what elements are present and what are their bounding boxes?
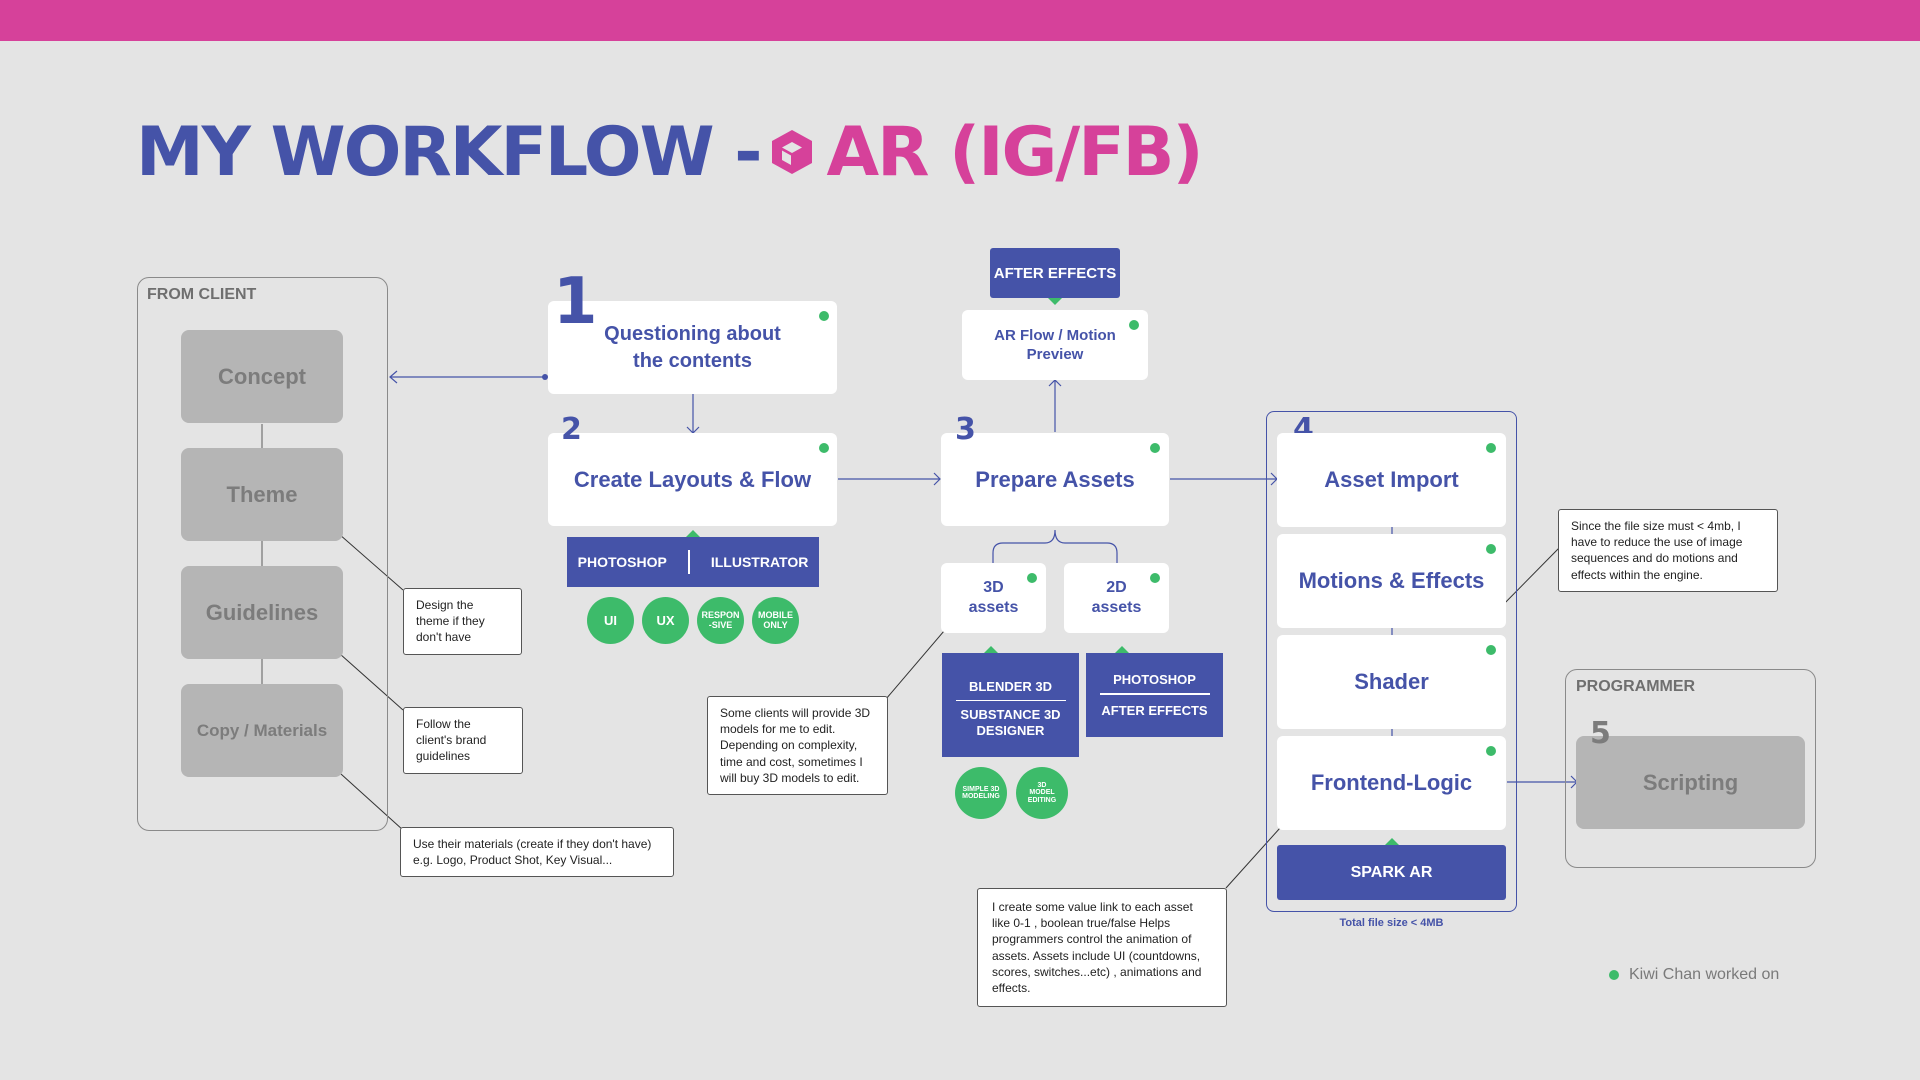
tool-substance: SUBSTANCE 3D DESIGNER xyxy=(960,707,1061,739)
connector-triangle xyxy=(686,530,700,537)
tool-photoshop: PHOTOSHOP xyxy=(1113,672,1196,688)
worked-on-dot xyxy=(1150,443,1160,453)
asset-import-label: Asset Import xyxy=(1324,467,1459,492)
note-3d-models: Some clients will provide 3D models for … xyxy=(707,696,888,795)
worked-on-dot xyxy=(1486,645,1496,655)
step5-number: 5 xyxy=(1590,716,1611,751)
ar-flow-label: AR Flow / Motion Preview xyxy=(994,326,1116,364)
note-design-theme: Design the theme if they don't have xyxy=(403,588,522,655)
ar-cube-icon xyxy=(771,130,812,174)
connector-triangle xyxy=(1115,646,1129,653)
worked-on-dot xyxy=(819,311,829,321)
shader-label: Shader xyxy=(1354,669,1429,694)
step1-card: Questioning about the contents xyxy=(548,301,837,394)
client-item-copy-materials: Copy / Materials xyxy=(181,684,343,777)
spark-ar-badge: SPARK AR xyxy=(1277,845,1506,900)
step3-number: 3 xyxy=(955,412,976,447)
note-file-size: Since the file size must < 4mb, I have t… xyxy=(1558,509,1778,592)
step2-number: 2 xyxy=(561,412,582,447)
from-client-label: FROM CLIENT xyxy=(147,286,257,303)
assets-3d-tools: BLENDER 3D SUBSTANCE 3D DESIGNER xyxy=(942,653,1079,757)
tool-divider xyxy=(688,550,690,574)
worked-on-dot xyxy=(1486,443,1496,453)
tag-mobile-only: MOBILE ONLY xyxy=(752,597,799,644)
programmer-panel xyxy=(1565,669,1816,868)
from-client-panel xyxy=(137,277,388,831)
assets-3d-label: 3D assets xyxy=(968,579,1019,616)
step4-asset-import: Asset Import xyxy=(1277,433,1506,527)
step3-label: Prepare Assets xyxy=(975,466,1135,492)
connector-triangle xyxy=(984,646,998,653)
step1-label: Questioning about the contents xyxy=(604,322,781,372)
tag-simple-3d-modeling: SIMPLE 3D MODELING xyxy=(955,767,1007,819)
note-use-materials: Use their materials (create if they don'… xyxy=(400,827,674,878)
assets-2d-label: 2D assets xyxy=(1091,579,1142,616)
worked-on-dot xyxy=(1486,544,1496,554)
page-title: MY WORKFLOW - AR (IG/FB) xyxy=(136,112,1204,192)
step4-frontend-logic: Frontend-Logic xyxy=(1277,736,1506,830)
step3-card: Prepare Assets xyxy=(941,433,1169,526)
client-item-concept: Concept xyxy=(181,330,343,423)
connector-triangle xyxy=(1385,838,1399,845)
tag-3d-model-editing: 3D MODEL EDITING xyxy=(1016,767,1068,819)
assets-2d-card: 2D assets xyxy=(1064,563,1169,633)
assets-2d-tools: PHOTOSHOP AFTER EFFECTS xyxy=(1086,653,1223,737)
worked-on-dot xyxy=(1486,746,1496,756)
worked-on-dot xyxy=(1150,573,1160,583)
tool-divider xyxy=(955,699,1066,701)
motions-effects-label: Motions & Effects xyxy=(1298,568,1485,593)
step4-shader: Shader xyxy=(1277,635,1506,729)
step2-card: Create Layouts & Flow xyxy=(548,433,837,526)
tool-illustrator: ILLUSTRATOR xyxy=(710,554,809,570)
tag-ux: UX xyxy=(642,597,689,644)
title-part-ar: AR (IG/FB) xyxy=(826,112,1204,192)
step1-number: 1 xyxy=(553,265,598,339)
tool-divider xyxy=(1099,693,1210,695)
ar-flow-card: AR Flow / Motion Preview xyxy=(962,310,1148,380)
connector-triangle xyxy=(1048,298,1062,305)
step4-footnote: Total file size < 4MB xyxy=(1339,917,1444,929)
tool-after-effects: AFTER EFFECTS xyxy=(1101,702,1208,718)
after-effects-badge: AFTER EFFECTS xyxy=(990,248,1120,298)
tool-blender: BLENDER 3D xyxy=(968,678,1053,694)
step4-motions-effects: Motions & Effects xyxy=(1277,534,1506,628)
worked-on-dot xyxy=(1129,320,1139,330)
worked-on-dot xyxy=(1027,573,1037,583)
note-follow-guidelines: Follow the client's brand guidelines xyxy=(403,707,523,774)
legend-dot xyxy=(1609,970,1619,980)
worked-on-dot xyxy=(819,443,829,453)
top-accent-bar xyxy=(0,0,1920,41)
programmer-scripting: Scripting xyxy=(1576,736,1805,829)
client-item-theme: Theme xyxy=(181,448,343,541)
step2-tools-bar: PHOTOSHOP ILLUSTRATOR xyxy=(567,537,819,587)
frontend-logic-label: Frontend-Logic xyxy=(1310,770,1473,795)
note-value-links: I create some value link to each asset l… xyxy=(977,888,1227,1008)
tag-ui: UI xyxy=(587,597,634,644)
step4-panel xyxy=(1266,411,1517,912)
client-item-guidelines: Guidelines xyxy=(181,566,343,659)
step2-label: Create Layouts & Flow xyxy=(573,466,812,492)
tag-responsive: RESPON -SIVE xyxy=(697,597,744,644)
programmer-label: PROGRAMMER xyxy=(1576,678,1696,695)
legend-label: Kiwi Chan worked on xyxy=(1629,966,1780,983)
tool-photoshop: PHOTOSHOP xyxy=(577,554,667,570)
title-part-workflow: MY WORKFLOW - xyxy=(136,112,763,192)
